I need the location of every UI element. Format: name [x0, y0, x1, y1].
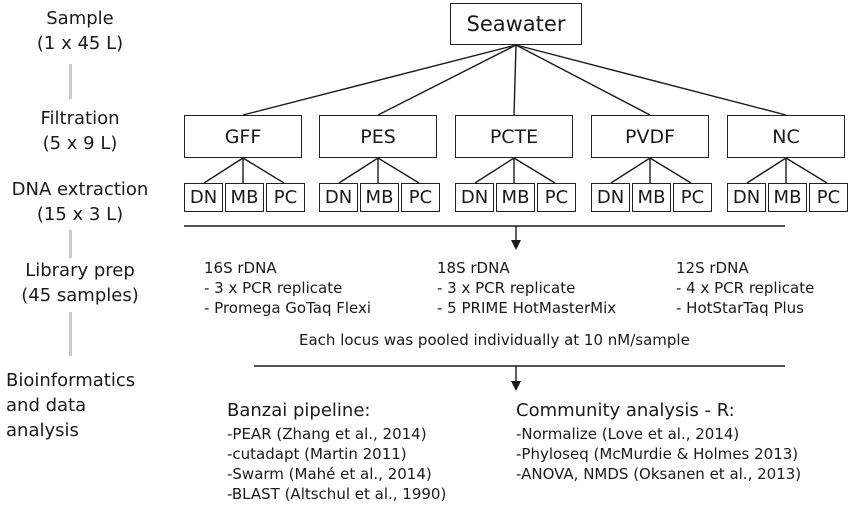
- extraction-node-mb: MB: [360, 183, 399, 212]
- community-analysis-title: Community analysis - R:: [516, 400, 735, 421]
- filter-to-extraction-edge: [746, 157, 787, 184]
- library-block-12s: 12S rDNA - 4 x PCR replicate - HotStarTa…: [676, 258, 814, 318]
- locus-label: 18S rDNA: [437, 259, 510, 277]
- filter-node-pcte: PCTE: [455, 115, 573, 158]
- replicate-text: - 3 x PCR replicate: [204, 279, 343, 297]
- filter-to-extraction-edge: [785, 157, 828, 184]
- stage-divider: [69, 312, 72, 356]
- filter-node-gff: GFF: [184, 115, 302, 158]
- extraction-node-mb: MB: [496, 183, 535, 212]
- seawater-to-filter-edge: [513, 44, 517, 116]
- list-item: -Phyloseq (McMurdie & Holmes 2013): [516, 445, 799, 463]
- filter-label: GFF: [224, 125, 262, 148]
- list-item: -Normalize (Love et al., 2014): [516, 425, 740, 443]
- extraction-node-mb: MB: [225, 183, 264, 212]
- filter-to-extraction-edge: [377, 157, 420, 184]
- locus-label: 12S rDNA: [676, 259, 749, 277]
- locus-label: 16S rDNA: [204, 259, 277, 277]
- filter-to-extraction-edge: [203, 157, 244, 184]
- seawater-node: Seawater: [450, 3, 582, 45]
- filter-to-extraction-edge: [242, 157, 285, 184]
- extraction-node-pc: PC: [537, 183, 576, 212]
- stage-divider: [69, 230, 72, 258]
- extraction-node-dn: DN: [319, 183, 358, 212]
- stage-label-dna-extraction: DNA extraction(15 x 3 L): [11, 179, 149, 225]
- stage-label-filtration: Filtration(5 x 9 L): [40, 108, 120, 154]
- stage-label-library-prep: Library prep(45 samples): [21, 260, 139, 306]
- filter-node-nc: NC: [727, 115, 845, 158]
- extraction-node-pc: PC: [673, 183, 712, 212]
- filter-to-extraction-edge: [513, 157, 556, 184]
- seawater-label: Seawater: [466, 12, 566, 36]
- stage-divider: [69, 64, 72, 99]
- kit-text: - 5 PRIME HotMasterMix: [437, 299, 617, 317]
- extraction-node-pc: PC: [266, 183, 305, 212]
- filter-label: PCTE: [489, 125, 539, 148]
- filter-label: PES: [360, 125, 396, 148]
- kit-text: - HotStarTaq Plus: [676, 299, 804, 317]
- replicate-text: - 4 x PCR replicate: [676, 279, 815, 297]
- kit-text: - Promega GoTaq Flexi: [204, 299, 372, 317]
- list-item: -Swarm (Mahé et al., 2014): [227, 465, 432, 483]
- filter-node-pvdf: PVDF: [591, 115, 709, 158]
- extraction-node-pc: PC: [809, 183, 848, 212]
- list-item: -BLAST (Altschul et al., 1990): [227, 485, 447, 503]
- stage-label-sample: Sample(1 x 45 L): [36, 8, 124, 54]
- filter-to-extraction-edge: [649, 157, 692, 184]
- list-item: -cutadapt (Martin 2011): [227, 445, 407, 463]
- filter-label: PVDF: [624, 125, 675, 148]
- library-block-16s: 16S rDNA - 3 x PCR replicate - Promega G…: [204, 258, 371, 318]
- extraction-node-pc: PC: [401, 183, 440, 212]
- list-item: -PEAR (Zhang et al., 2014): [227, 425, 427, 443]
- extraction-node-dn: DN: [591, 183, 630, 212]
- seawater-to-filter-edge: [377, 44, 517, 116]
- filter-to-extraction-edge: [474, 157, 515, 184]
- banzai-tool-list: -PEAR (Zhang et al., 2014) -cutadapt (Ma…: [227, 424, 446, 504]
- community-analysis-tool-list: -Normalize (Love et al., 2014) -Phyloseq…: [516, 424, 801, 484]
- banzai-title: Banzai pipeline:: [227, 400, 371, 421]
- extraction-node-dn: DN: [727, 183, 766, 212]
- extraction-node-mb: MB: [632, 183, 671, 212]
- extraction-node-dn: DN: [184, 183, 223, 212]
- filter-node-pes: PES: [319, 115, 437, 158]
- seawater-to-filter-edge: [515, 44, 651, 116]
- filter-label: NC: [772, 125, 800, 148]
- pooling-note: Each locus was pooled individually at 10…: [299, 331, 690, 349]
- seawater-to-filter-edge: [515, 44, 787, 116]
- extraction-node-dn: DN: [455, 183, 494, 212]
- replicate-text: - 3 x PCR replicate: [437, 279, 576, 297]
- extraction-node-mb: MB: [768, 183, 807, 212]
- filter-to-extraction-edge: [338, 157, 379, 184]
- filter-to-extraction-edge: [610, 157, 651, 184]
- seawater-to-filter-edge: [242, 44, 517, 116]
- library-block-18s: 18S rDNA - 3 x PCR replicate - 5 PRIME H…: [437, 258, 616, 318]
- list-item: -ANOVA, NMDS (Oksanen et al., 2013): [516, 465, 802, 483]
